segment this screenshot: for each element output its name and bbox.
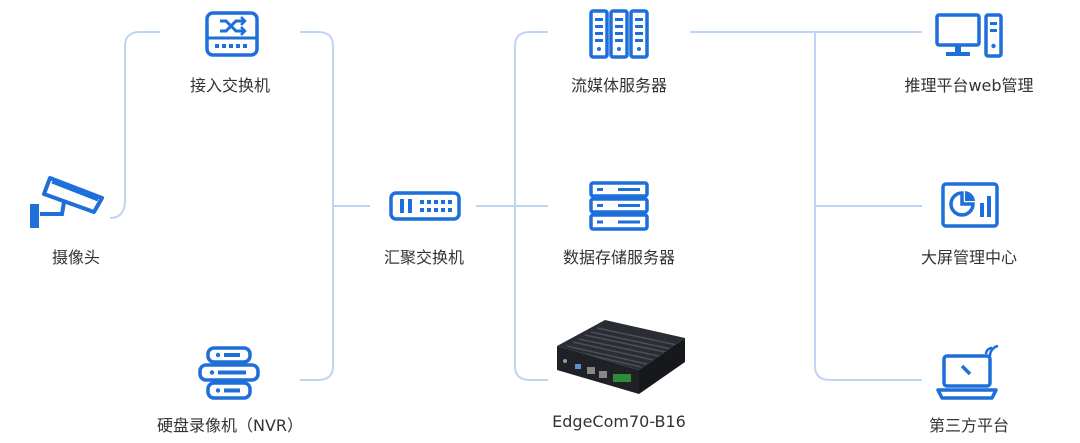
- switch-rack-icon: [388, 190, 462, 226]
- streaming-server-label: 流媒体服务器: [570, 76, 668, 95]
- bigscreen-label: 大屏管理中心: [920, 248, 1018, 267]
- server-rack-icon: [588, 8, 650, 64]
- camera-label: 摄像头: [51, 248, 101, 267]
- web-mgmt-label: 推理平台web管理: [904, 76, 1034, 95]
- dashboard-icon: [940, 181, 1000, 233]
- clients-bracket: [814, 32, 922, 381]
- storage-server-label: 数据存储服务器: [562, 248, 676, 267]
- third-party-label: 第三方平台: [928, 416, 1010, 435]
- switch-nvr-bracket: [300, 31, 334, 381]
- server-stack-icon: [196, 345, 262, 405]
- desktop-pc-icon: [934, 12, 1004, 62]
- access-switch-label: 接入交换机: [189, 76, 271, 95]
- edge-device-image: [553, 316, 689, 404]
- laptop-wireless-icon: [936, 344, 1002, 406]
- switch-icon: [204, 10, 260, 62]
- edgecom-label: EdgeCom70-B16: [552, 412, 686, 431]
- aggregation-switch-label: 汇聚交换机: [383, 248, 465, 267]
- camera-bracket: [109, 31, 160, 219]
- nvr-label: 硬盘录像机（NVR）: [156, 416, 304, 435]
- camera-icon: [28, 172, 108, 234]
- storage-server-icon: [588, 180, 650, 236]
